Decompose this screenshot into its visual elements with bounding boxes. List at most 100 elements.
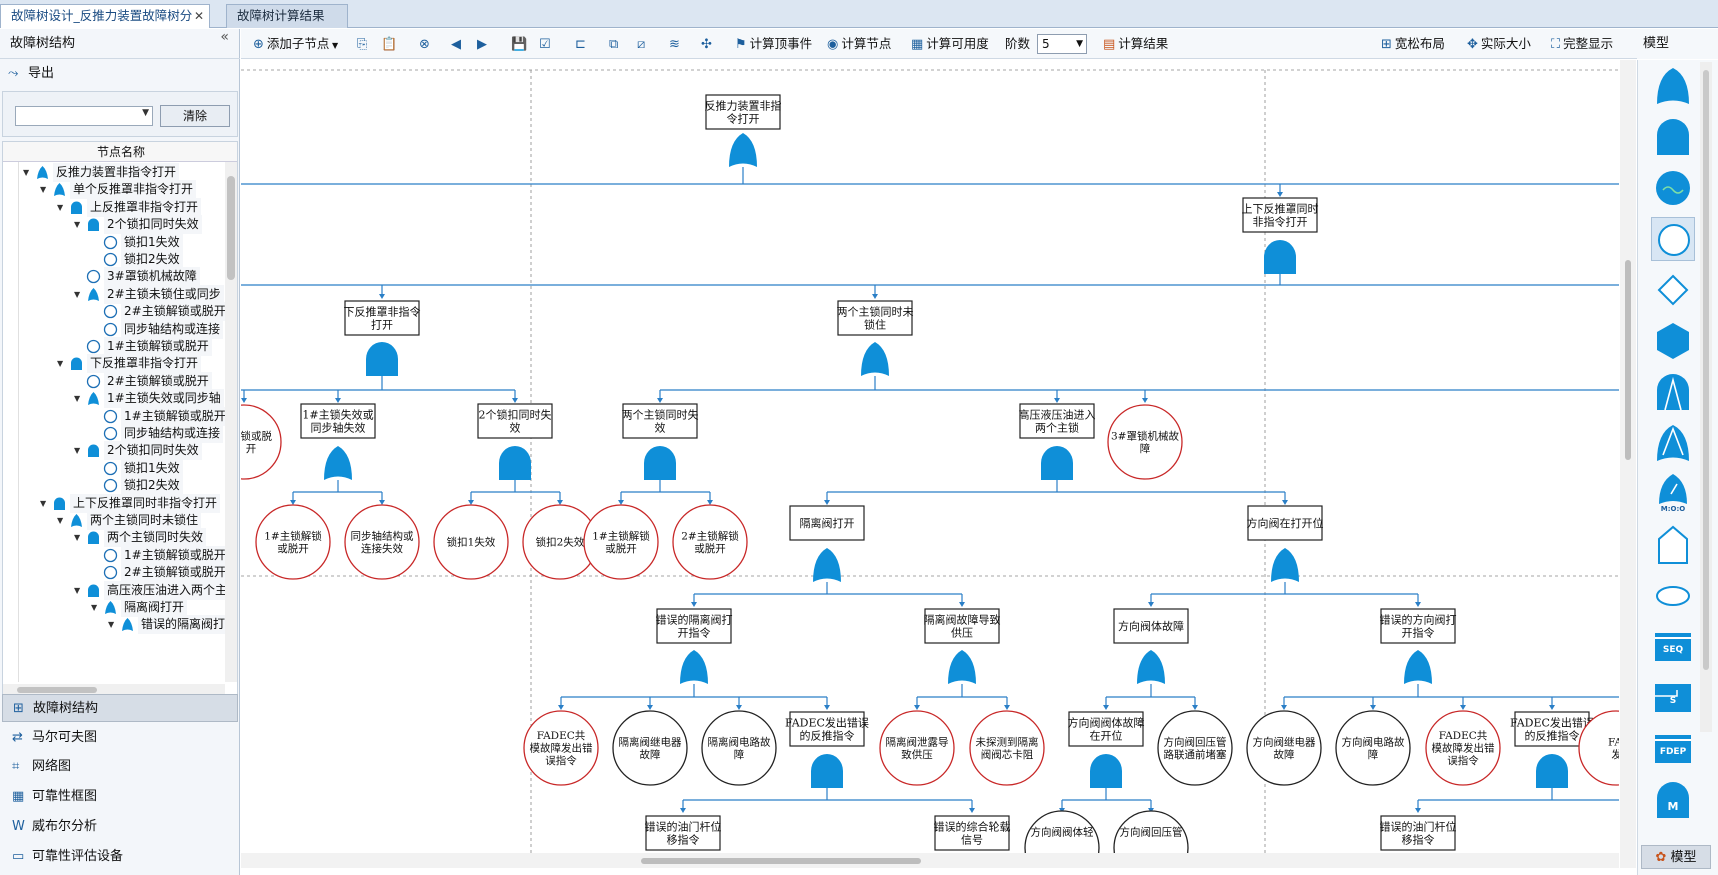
tree-node[interactable]: ▼隔离阀打开 xyxy=(19,598,225,617)
m-gate-icon[interactable]: M xyxy=(1651,778,1695,822)
and-gate-icon[interactable] xyxy=(1264,240,1296,274)
basic-event-circle[interactable] xyxy=(879,710,955,786)
hexagon-gate-icon[interactable] xyxy=(1651,319,1695,363)
and-gate-icon[interactable] xyxy=(1041,446,1073,480)
basic-event-circle[interactable] xyxy=(433,504,509,580)
add-child-button[interactable]: ⊕添加子节点 ▼ xyxy=(253,34,338,54)
tab-fault-tree-results[interactable]: 故障树计算结果 xyxy=(226,4,348,28)
house-event-icon[interactable] xyxy=(1651,523,1695,567)
nav-item[interactable]: ⌗网络图 xyxy=(2,753,238,781)
basic-event-circle[interactable] xyxy=(583,504,659,580)
tree-node[interactable]: ▼2个锁扣同时失效 xyxy=(19,215,225,235)
or-gate-icon[interactable] xyxy=(680,650,708,684)
palette-scrollbar[interactable] xyxy=(1700,62,1712,732)
expand-arrow-icon[interactable]: ▼ xyxy=(57,202,64,212)
tree-node[interactable]: ▼高压液压油进入两个主锁 xyxy=(19,580,225,600)
event-box[interactable] xyxy=(1247,505,1323,541)
tree-vertical-scrollbar[interactable] xyxy=(225,162,237,682)
expand-arrow-icon[interactable]: ▼ xyxy=(74,446,81,456)
nav-item[interactable]: ▦可靠性框图 xyxy=(2,783,238,811)
expand-arrow-icon[interactable]: ▼ xyxy=(57,359,64,369)
or-gate-icon[interactable] xyxy=(1137,650,1165,684)
tree-node[interactable]: 2#主锁解锁或脱开 xyxy=(19,563,225,583)
diagram-canvas[interactable]: 反推力装置非指令打开上下反推罩同时非指令打开下反推罩非指令打开两个主锁同时未锁住… xyxy=(241,60,1619,868)
event-box[interactable] xyxy=(934,815,1010,851)
and-gate-icon[interactable] xyxy=(499,446,531,480)
event-box[interactable] xyxy=(1019,403,1095,439)
basic-event-circle[interactable] xyxy=(1246,710,1322,786)
event-box[interactable] xyxy=(656,608,732,644)
scrollbar-thumb[interactable] xyxy=(17,687,97,693)
event-box[interactable] xyxy=(1380,815,1456,851)
basic-event-circle[interactable] xyxy=(523,710,599,786)
chevron-down-icon[interactable]: ▼ xyxy=(142,108,149,118)
event-box[interactable] xyxy=(837,300,913,336)
close-icon[interactable]: ✕ xyxy=(193,9,204,23)
expand-arrow-icon[interactable]: ▼ xyxy=(74,220,81,230)
spare-gate-icon[interactable]: S xyxy=(1651,676,1695,720)
copy-icon[interactable]: ⎘ xyxy=(357,37,368,52)
check-icon[interactable]: ☑ xyxy=(539,37,551,52)
tree-node[interactable]: ▼2个锁扣同时失效 xyxy=(19,441,225,461)
basic-event-circle[interactable] xyxy=(1335,710,1411,786)
delete-icon[interactable]: ⊗ xyxy=(419,37,430,52)
layers-icon[interactable]: ≋ xyxy=(669,37,680,52)
event-box[interactable] xyxy=(924,608,1000,644)
expand-arrow-icon[interactable]: ▼ xyxy=(23,168,30,177)
expand-arrow-icon[interactable]: ▼ xyxy=(40,498,47,508)
canvas-vertical-scrollbar[interactable] xyxy=(1620,60,1636,868)
expand-arrow-icon[interactable]: ▼ xyxy=(57,516,64,525)
tab-fault-tree-design[interactable]: 故障树设计_反推力装置故障树分析 ✕ xyxy=(0,4,210,45)
basic-event-icon[interactable] xyxy=(1651,217,1695,261)
basic-event-circle[interactable] xyxy=(612,710,688,786)
event-box[interactable] xyxy=(1242,197,1318,233)
event-box[interactable] xyxy=(622,403,698,439)
nav-item[interactable]: ⇄马尔可夫图 xyxy=(2,724,238,752)
fdep-gate-icon[interactable]: FDEP xyxy=(1651,727,1695,771)
vote-gate-icon[interactable]: M:O:O xyxy=(1651,472,1695,516)
basic-event-circle[interactable] xyxy=(1157,710,1233,786)
expand-arrow-icon[interactable]: ▼ xyxy=(74,533,81,543)
undeveloped-event-icon[interactable] xyxy=(1651,268,1695,312)
event-box[interactable] xyxy=(789,505,865,541)
clear-button[interactable]: 清除 xyxy=(160,105,230,127)
basic-event-circle[interactable] xyxy=(701,710,777,786)
and-gate-icon[interactable] xyxy=(1090,754,1122,788)
or-gate-icon[interactable] xyxy=(948,650,976,684)
nav-item[interactable]: ▭可靠性评估设备 xyxy=(2,843,238,871)
tree-node[interactable]: 锁扣2失效 xyxy=(19,476,225,496)
model-tab[interactable]: ✿ 模型 xyxy=(1641,845,1711,869)
compute-result-button[interactable]: ▤计算结果 xyxy=(1103,34,1168,54)
canvas-horizontal-scrollbar[interactable] xyxy=(241,853,1619,868)
and-gate-icon[interactable] xyxy=(811,754,843,788)
move-left-icon[interactable]: ◀ xyxy=(451,37,461,52)
compute-top-button[interactable]: ⚑计算顶事件 xyxy=(735,34,812,54)
tree-horizontal-scrollbar[interactable] xyxy=(3,684,225,696)
event-box[interactable] xyxy=(789,711,865,747)
or-gate-icon[interactable] xyxy=(324,446,352,480)
or-gate-icon[interactable] xyxy=(813,548,841,582)
collapse-icon[interactable]: « xyxy=(220,29,229,45)
network-layout-icon[interactable]: ✣ xyxy=(701,37,712,52)
stage-select[interactable]: 5 ▼ xyxy=(1037,34,1087,54)
tree-node[interactable]: 锁扣2失效 xyxy=(19,250,225,269)
tree-node[interactable]: 1#主锁解锁或脱开 xyxy=(19,337,225,356)
tree-node[interactable]: 2#主锁解锁或脱开 xyxy=(19,371,225,391)
scrollbar-thumb[interactable] xyxy=(227,176,235,280)
filter-combo[interactable]: ▼ xyxy=(15,106,153,126)
event-box[interactable] xyxy=(645,815,721,851)
transfer-gate-icon[interactable] xyxy=(1651,166,1695,210)
and-gate-icon[interactable] xyxy=(366,342,398,376)
paste-icon[interactable]: 📋 xyxy=(381,37,398,52)
or-gate-icon[interactable] xyxy=(729,133,757,167)
tree-node[interactable]: 1#主锁解锁或脱开 xyxy=(19,406,225,426)
and-gate-icon[interactable] xyxy=(1651,115,1695,159)
or-gate-icon[interactable] xyxy=(1404,650,1432,684)
basic-event-circle[interactable] xyxy=(969,710,1045,786)
basic-event-circle[interactable] xyxy=(672,504,748,580)
scrollbar-thumb[interactable] xyxy=(1703,70,1709,670)
or-gate-icon[interactable] xyxy=(861,342,889,376)
expand-arrow-icon[interactable]: ▼ xyxy=(74,394,81,404)
tree-node[interactable]: ▼1#主锁失效或同步轴 xyxy=(19,389,225,409)
